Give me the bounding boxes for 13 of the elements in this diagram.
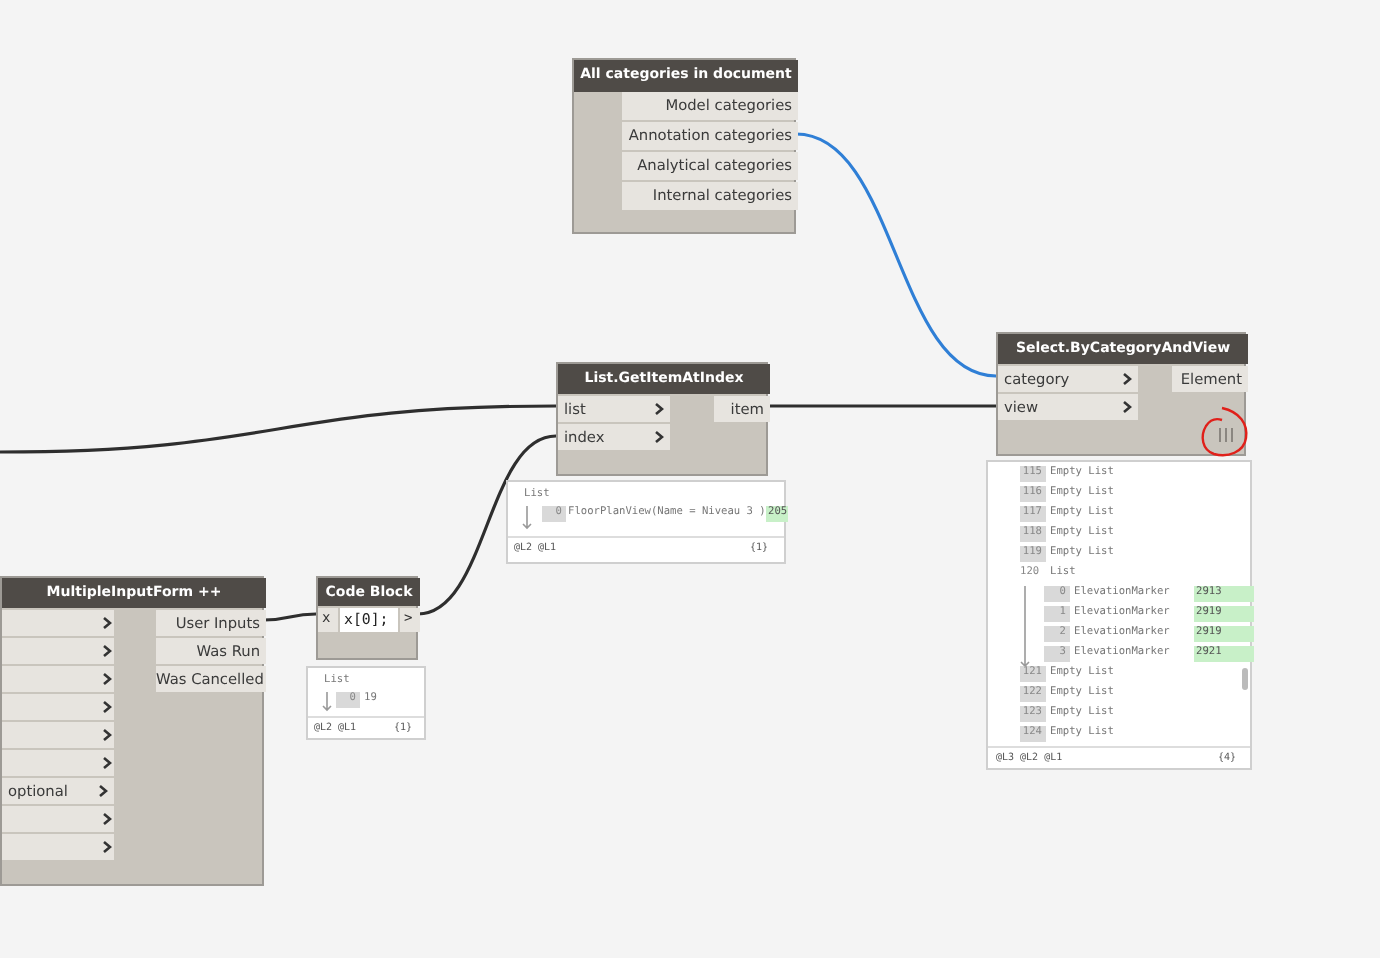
node-card	[556, 362, 768, 476]
wire	[795, 132, 997, 378]
preview-bubble	[506, 480, 786, 564]
node-card	[572, 58, 796, 234]
wire	[0, 404, 557, 454]
wire	[768, 404, 996, 408]
node-card	[996, 332, 1246, 456]
wire	[263, 612, 317, 622]
wire	[417, 434, 557, 616]
preview-bubble	[306, 666, 426, 740]
node-card	[316, 576, 418, 660]
node-card	[0, 576, 264, 886]
preview-bubble	[986, 460, 1252, 770]
